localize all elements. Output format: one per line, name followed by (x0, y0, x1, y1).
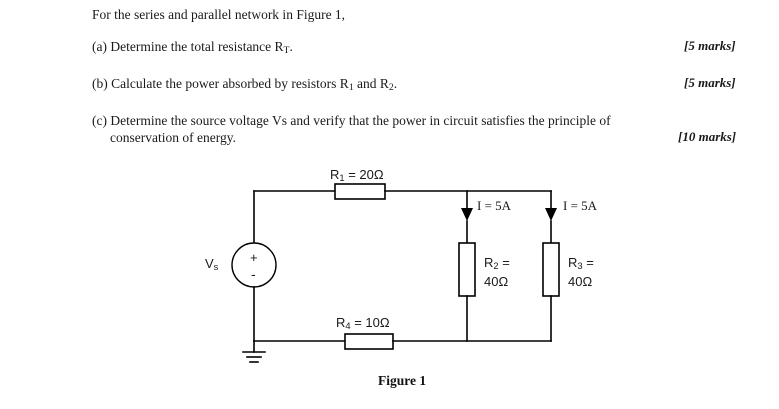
question-part-a: (a) Determine the total resistance RT. (92, 38, 293, 59)
source-polarity-plus: + (250, 250, 258, 265)
question-part-a-text: (a) Determine the total resistance R (92, 39, 284, 54)
resistor-r1-subscript: 1 (339, 173, 345, 184)
source-polarity-minus: - (251, 266, 256, 282)
resistor-r3-subscript: 3 (577, 261, 583, 272)
resistor-r2-box (458, 242, 476, 297)
question-part-a-subscript: T (283, 45, 290, 57)
current-arrow-r3 (545, 208, 557, 221)
voltage-source-subscript: s (213, 262, 219, 273)
question-intro: For the series and parallel network in F… (92, 7, 346, 22)
question-part-c-line1: (c) Determine the source voltage Vs and … (92, 113, 611, 128)
resistor-r3-equals: = (586, 255, 594, 270)
voltage-source-name: V (205, 256, 214, 271)
voltage-source-label: Vs (205, 256, 218, 275)
question-part-b-subscript-1: 1 (348, 82, 354, 94)
resistor-r2-value: 40Ω (484, 274, 509, 290)
marks-part-c: [10 marks] (678, 129, 737, 144)
resistor-r3-name: R (568, 255, 578, 270)
question-part-c-line2: conservation of energy. (110, 130, 236, 145)
resistor-r2-name: R (484, 255, 494, 270)
resistor-r2-subscript: 2 (493, 261, 499, 272)
resistor-r4-name: R (336, 315, 346, 330)
current-label-r2: I = 5A (477, 198, 512, 213)
resistor-r4-subscript: 4 (345, 321, 351, 332)
resistor-r2-equals: = (502, 255, 510, 270)
resistor-r3-value: 40Ω (568, 274, 593, 290)
question-part-b-subscript-2: 2 (388, 82, 394, 94)
resistor-r1-name: R (330, 167, 340, 182)
resistor-r2-label: R2 = 40Ω (484, 255, 510, 289)
resistor-r4-value: = 10Ω (354, 315, 390, 330)
question-part-b: (b) Calculate the power absorbed by resi… (92, 75, 397, 96)
marks-part-a: [5 marks] (684, 38, 736, 53)
question-part-b-text-1: (b) Calculate the power absorbed by resi… (92, 76, 349, 91)
question-part-b-tail: . (393, 76, 398, 91)
question-part-b-text-2: and R (353, 76, 389, 91)
resistor-r3-label: R3 = 40Ω (568, 255, 594, 289)
resistor-r3-box (542, 242, 560, 297)
current-label-r3: I = 5A (563, 198, 598, 213)
resistor-r1-value: = 20Ω (348, 167, 384, 182)
resistor-r4-label: R4 = 10Ω (336, 315, 390, 334)
current-arrow-r2 (461, 208, 473, 221)
resistor-r4-box (344, 333, 394, 350)
resistor-r1-label: R1 = 20Ω (330, 167, 384, 186)
question-part-a-tail: . (289, 39, 293, 54)
figure-caption: Figure 1 (378, 373, 427, 388)
resistor-r1-box (334, 183, 386, 200)
marks-part-b: [5 marks] (684, 75, 736, 90)
